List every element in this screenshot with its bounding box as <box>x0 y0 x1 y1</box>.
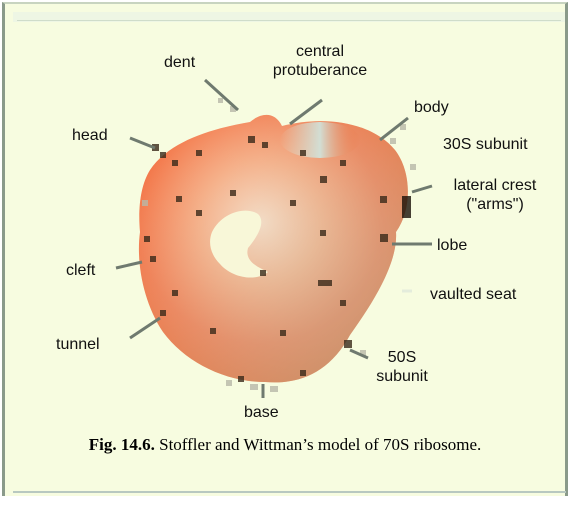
label-30s-subunit: 30S subunit <box>443 135 528 154</box>
figure-caption: Fig. 14.6. Stoffler and Wittman’s model … <box>60 434 510 456</box>
caption-figure-number: Fig. 14.6. <box>89 435 155 454</box>
leader-tunnel <box>130 318 160 338</box>
leader-lateral-crest <box>412 186 432 192</box>
label-head: head <box>72 126 108 145</box>
label-dent: dent <box>164 53 195 72</box>
label-50s-subunit: 50S subunit <box>372 348 432 386</box>
label-vaulted-seat: vaulted seat <box>430 285 516 304</box>
label-tunnel: tunnel <box>56 335 100 354</box>
label-base: base <box>244 403 279 422</box>
label-lateral-crest: lateral crest ("arms") <box>440 176 550 214</box>
label-central-protuberance: central protuberance <box>260 42 380 80</box>
label-cleft: cleft <box>66 261 95 280</box>
leader-head <box>130 138 155 148</box>
label-lobe: lobe <box>437 236 467 255</box>
leader-cleft <box>116 262 142 268</box>
leader-dent <box>205 80 238 110</box>
leader-central-protuberance <box>290 100 322 124</box>
label-body: body <box>414 98 449 117</box>
caption-text: Stoffler and Wittman’s model of 70S ribo… <box>155 435 481 454</box>
